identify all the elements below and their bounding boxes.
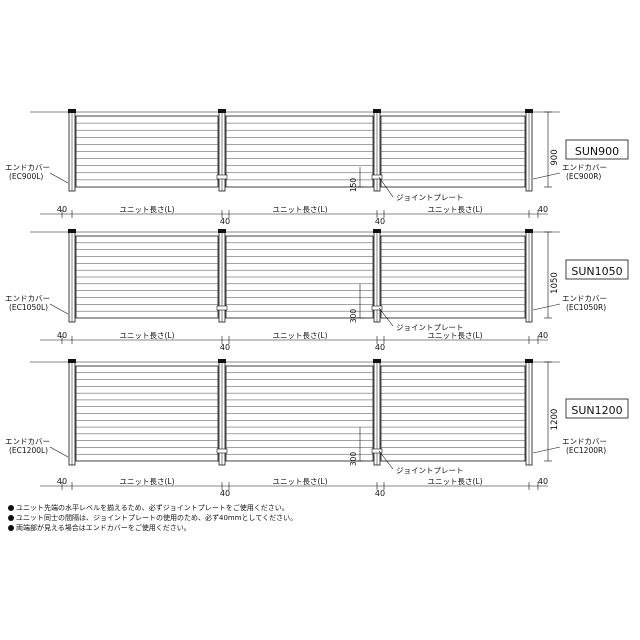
end-cover-right-label: エンドカバー [562, 294, 607, 303]
post-cap [68, 109, 76, 113]
joint-plate-label: ジョイントプレート [396, 466, 464, 475]
end-cover-left-label: エンドカバー [5, 294, 50, 303]
leader-line [49, 172, 69, 184]
joint-plate-label: ジョイントプレート [396, 323, 464, 332]
end-cover-right-label: エンドカバー [562, 163, 607, 172]
fence-panel-1 [75, 235, 219, 319]
leader-line [532, 446, 561, 454]
note-text: 両端部が見える場合はエンドカバーをご使用ください。 [16, 524, 191, 532]
joint-plate-mark [216, 448, 228, 454]
leader-line [378, 307, 394, 327]
post-cap [218, 359, 226, 363]
note-3: 両端部が見える場合はエンドカバーをご使用ください。 [8, 524, 191, 533]
gap-label-left: 40 [57, 205, 67, 214]
leader-line [378, 176, 394, 198]
post-cap [373, 229, 381, 233]
unit-length-label: ユニット長さ(L) [119, 205, 174, 214]
post-cap [68, 359, 76, 363]
post-cap [525, 229, 533, 233]
joint-height-label: 300 [349, 309, 358, 324]
gap-label-left: 40 [57, 331, 67, 340]
fence-panel-3 [371, 115, 526, 188]
note-text: ユニット先端の水平レベルを揃えるため、必ずジョイントプレートをご使用ください。 [16, 504, 289, 512]
model-label: SUN1200 [571, 404, 622, 417]
joint-plate-label: ジョイントプレート [396, 193, 464, 202]
unit-length-label: ユニット長さ(L) [427, 331, 482, 340]
model-label: SUN1050 [571, 265, 622, 278]
gap-label: 40 [375, 217, 385, 226]
unit-length-label: ユニット長さ(L) [427, 205, 482, 214]
model-box [565, 259, 629, 280]
end-cover-left-code: (EC900L) [9, 172, 43, 181]
end-cover-right-code: (EC1050R) [566, 303, 606, 312]
gap-label-right: 40 [538, 477, 548, 486]
joint-plate-mark [216, 174, 228, 180]
gap-label-left: 40 [57, 477, 67, 486]
fence-panel-2 [216, 365, 374, 462]
post-cap [68, 229, 76, 233]
joint-plate-mark [216, 305, 228, 311]
gap-label: 40 [375, 343, 385, 352]
end-cover-right-label: エンドカバー [562, 437, 607, 446]
note-text: ユニット同士の間隔は、ジョイントプレートの使用のため、必ず40mmとしてください… [16, 514, 298, 522]
unit-length-label: ユニット長さ(L) [119, 477, 174, 486]
model-box [565, 139, 629, 160]
post-cap [525, 359, 533, 363]
gap-label-right: 40 [538, 205, 548, 214]
fence-panel-3 [371, 235, 526, 319]
note-1: ユニット先端の水平レベルを揃えるため、必ずジョイントプレートをご使用ください。 [8, 504, 289, 513]
unit-length-label: ユニット長さ(L) [272, 205, 327, 214]
fence-panel-1 [75, 115, 219, 188]
fence-row-1: 40 40 40 40 ユニット長さ(L) ユニット長さ(L) ユニット長さ(L) エンドカバ… [5, 109, 629, 226]
fence-panel-1 [75, 365, 219, 462]
end-cover-right-code: (EC900R) [566, 172, 601, 181]
leader-line [378, 450, 394, 470]
end-cover-right-code: (EC1200R) [566, 446, 606, 455]
height-label: 900 [550, 149, 560, 165]
gap-label: 40 [220, 489, 230, 498]
bullet-icon [8, 505, 14, 511]
leader-line [49, 446, 69, 458]
model-label: SUN900 [575, 145, 619, 158]
height-label: 1050 [550, 272, 560, 294]
post-cap [373, 109, 381, 113]
post-cap [218, 109, 226, 113]
leader-line [532, 303, 561, 311]
gap-label: 40 [220, 343, 230, 352]
post-cap [218, 229, 226, 233]
leader-line [49, 303, 69, 315]
leader-line [532, 172, 561, 180]
end-cover-left-label: エンドカバー [5, 163, 50, 172]
post-cap [525, 109, 533, 113]
gap-label: 40 [375, 489, 385, 498]
joint-plate-mark [371, 448, 383, 454]
fence-row-3: 40 40 40 40 ユニット長さ(L) ユニット長さ(L) ユニット長さ(L) エンドカバ… [5, 359, 629, 498]
note-2: ユニット同士の間隔は、ジョイントプレートの使用のため、必ず40mmとしてください… [8, 514, 297, 523]
joint-height-label: 150 [349, 178, 358, 193]
post-cap [373, 359, 381, 363]
model-box [565, 398, 629, 419]
unit-length-label: ユニット長さ(L) [427, 477, 482, 486]
end-cover-left-code: (EC1200L) [9, 446, 48, 455]
height-label: 1200 [550, 409, 560, 431]
gap-label: 40 [220, 217, 230, 226]
end-cover-left-code: (EC1050L) [9, 303, 48, 312]
joint-plate-mark [371, 174, 383, 180]
bullet-icon [8, 525, 14, 531]
fence-panel-2 [216, 115, 374, 188]
gap-label-right: 40 [538, 331, 548, 340]
end-cover-left-label: エンドカバー [5, 437, 50, 446]
joint-plate-mark [371, 305, 383, 311]
bullet-icon [8, 515, 14, 521]
joint-height-label: 300 [349, 452, 358, 467]
unit-length-label: ユニット長さ(L) [272, 477, 327, 486]
fence-panel-2 [216, 235, 374, 319]
fence-row-2: 40 40 40 40 ユニット長さ(L) ユニット長さ(L) ユニット長さ(L) エンドカバ… [5, 229, 629, 352]
fence-panel-3 [371, 365, 526, 462]
unit-length-label: ユニット長さ(L) [272, 331, 327, 340]
unit-length-label: ユニット長さ(L) [119, 331, 174, 340]
